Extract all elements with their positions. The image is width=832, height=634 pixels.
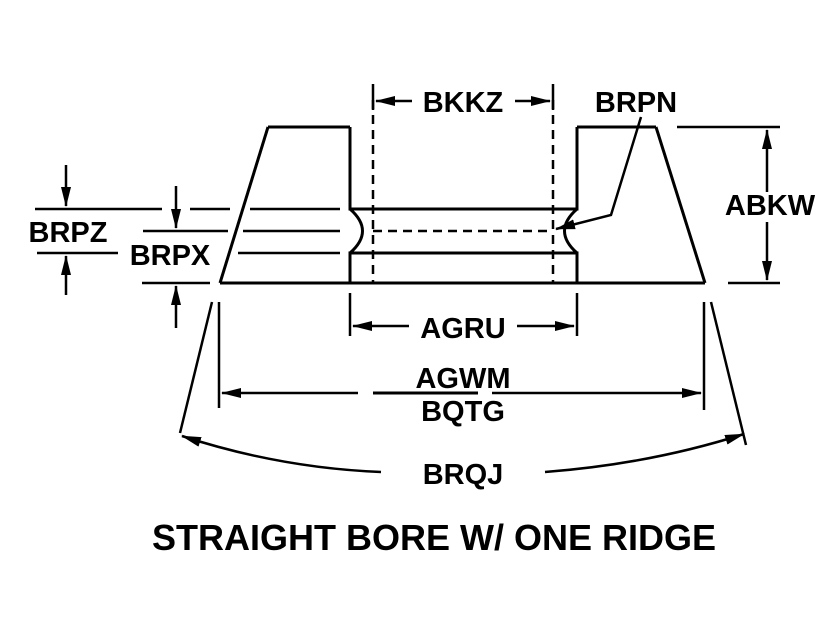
- left-ridge: [348, 207, 364, 255]
- bore-lower-block: [348, 251, 579, 283]
- dim-bkkz: BKKZ: [371, 84, 555, 119]
- bore-upper-block: [348, 127, 579, 211]
- label-abkw: ABKW: [725, 190, 816, 222]
- label-brqj: BRQJ: [423, 459, 504, 491]
- part-outline: [218, 125, 707, 285]
- dim-abkw: ABKW: [677, 125, 816, 285]
- dim-agwm-bqtg: AGWM BQTG: [217, 302, 706, 428]
- label-brpz: BRPZ: [29, 217, 108, 249]
- dim-agru: AGRU: [348, 293, 579, 345]
- bore: [348, 100, 579, 283]
- label-agwm: AGWM: [415, 363, 510, 395]
- label-brpn: BRPN: [595, 87, 677, 119]
- diagram-caption: STRAIGHT BORE W/ ONE RIDGE: [152, 517, 716, 558]
- dim-brqj: BRQJ: [178, 301, 748, 491]
- right-slant-edge: [654, 126, 707, 284]
- right-ridge: [563, 207, 579, 255]
- dim-brpx: BRPX: [130, 186, 340, 328]
- label-agru: AGRU: [420, 313, 505, 345]
- label-bqtg: BQTG: [421, 396, 505, 428]
- left-slant-edge: [218, 126, 270, 284]
- label-bkkz: BKKZ: [423, 87, 504, 119]
- dim-brpn: BRPN: [555, 87, 677, 231]
- dim-brpz: BRPZ: [29, 165, 340, 295]
- label-brpx: BRPX: [130, 240, 211, 272]
